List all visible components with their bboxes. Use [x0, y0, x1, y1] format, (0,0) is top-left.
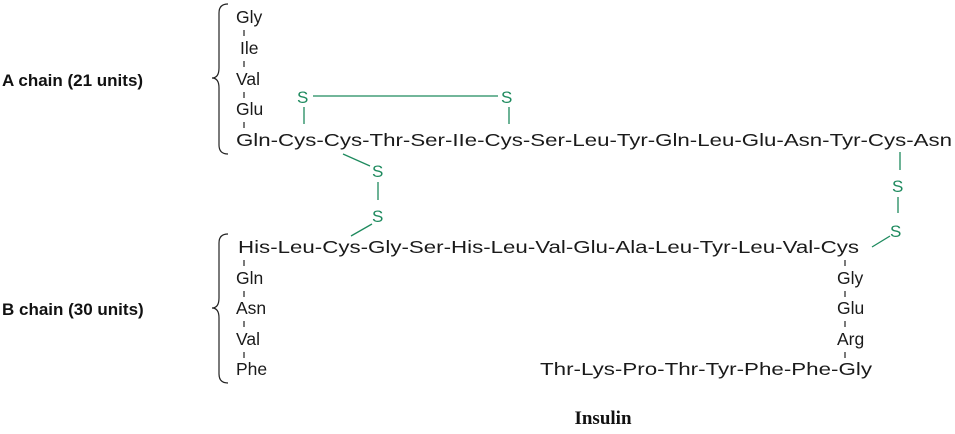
b-chain-residue: Val — [236, 329, 260, 349]
a-chain-brace — [211, 3, 229, 155]
b-chain-residue: Arg — [837, 329, 864, 349]
a-chain-residue: Ile — [240, 38, 258, 58]
b-chain-residue: Phe — [236, 359, 267, 379]
sulfur-atom: S — [297, 88, 308, 107]
b-chain-residue: Asn — [236, 298, 266, 318]
b-chain-residue: Gln — [236, 268, 263, 288]
diagram-title: Insulin — [574, 408, 631, 429]
b-chain-residue: Gly — [837, 268, 864, 288]
a-chain-sequence: Gln-Cys-Cys-Thr-Ser-IIe-Cys-Ser-Leu-Tyr-… — [236, 130, 952, 150]
b-chain-bottom-sequence: Thr-Lys-Pro-Thr-Tyr-Phe-Phe-Gly — [540, 359, 872, 379]
sulfur-atom: S — [892, 177, 903, 196]
interchain-disulfide-bridge-1: S S — [342, 153, 383, 237]
a-chain-label: A chain (21 units) — [2, 71, 143, 90]
sulfur-atom: S — [372, 162, 383, 181]
b-chain-sequence: His-Leu-Cys-Gly-Ser-His-Leu-Val-Glu-Ala-… — [238, 237, 859, 257]
a-chain-residue: Gly — [236, 7, 263, 27]
sulfur-atom: S — [890, 222, 901, 241]
b-chain-residue: Glu — [837, 298, 864, 318]
sulfur-atom: S — [501, 88, 512, 107]
b-chain-brace — [211, 233, 229, 384]
a-chain-residue: Glu — [236, 99, 263, 119]
a-chain-residue: Val — [236, 69, 260, 89]
intrachain-disulfide-bridge: S S — [297, 88, 512, 124]
interchain-disulfide-bridge-2: S S — [871, 152, 903, 248]
sulfur-atom: S — [372, 207, 383, 226]
b-chain-label: B chain (30 units) — [2, 300, 144, 319]
